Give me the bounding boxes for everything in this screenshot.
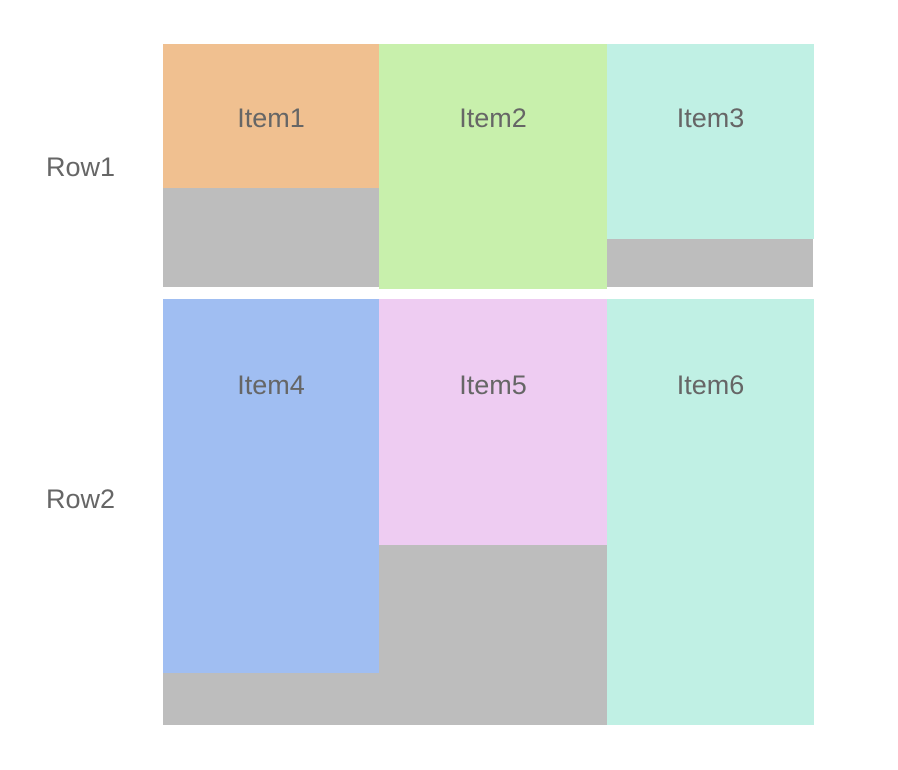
- grid-item-1: Item1: [163, 44, 379, 188]
- grid-item-3: Item3: [607, 44, 814, 239]
- row-label-1: Row1: [46, 152, 116, 182]
- grid-item-label: Item6: [676, 370, 745, 400]
- grid-item-2: Item2: [379, 44, 607, 289]
- grid-item-label: Item2: [459, 103, 527, 133]
- grid-item-5: Item5: [379, 299, 607, 545]
- grid-item-label: Item3: [676, 103, 745, 133]
- grid-item-label: Item4: [237, 370, 305, 400]
- grid-item-label: Item5: [459, 370, 527, 400]
- row-label-2: Row2: [46, 484, 116, 514]
- grid-item-6: Item6: [607, 299, 814, 725]
- grid-item-4: Item4: [163, 299, 379, 673]
- grid-item-label: Item1: [237, 103, 305, 133]
